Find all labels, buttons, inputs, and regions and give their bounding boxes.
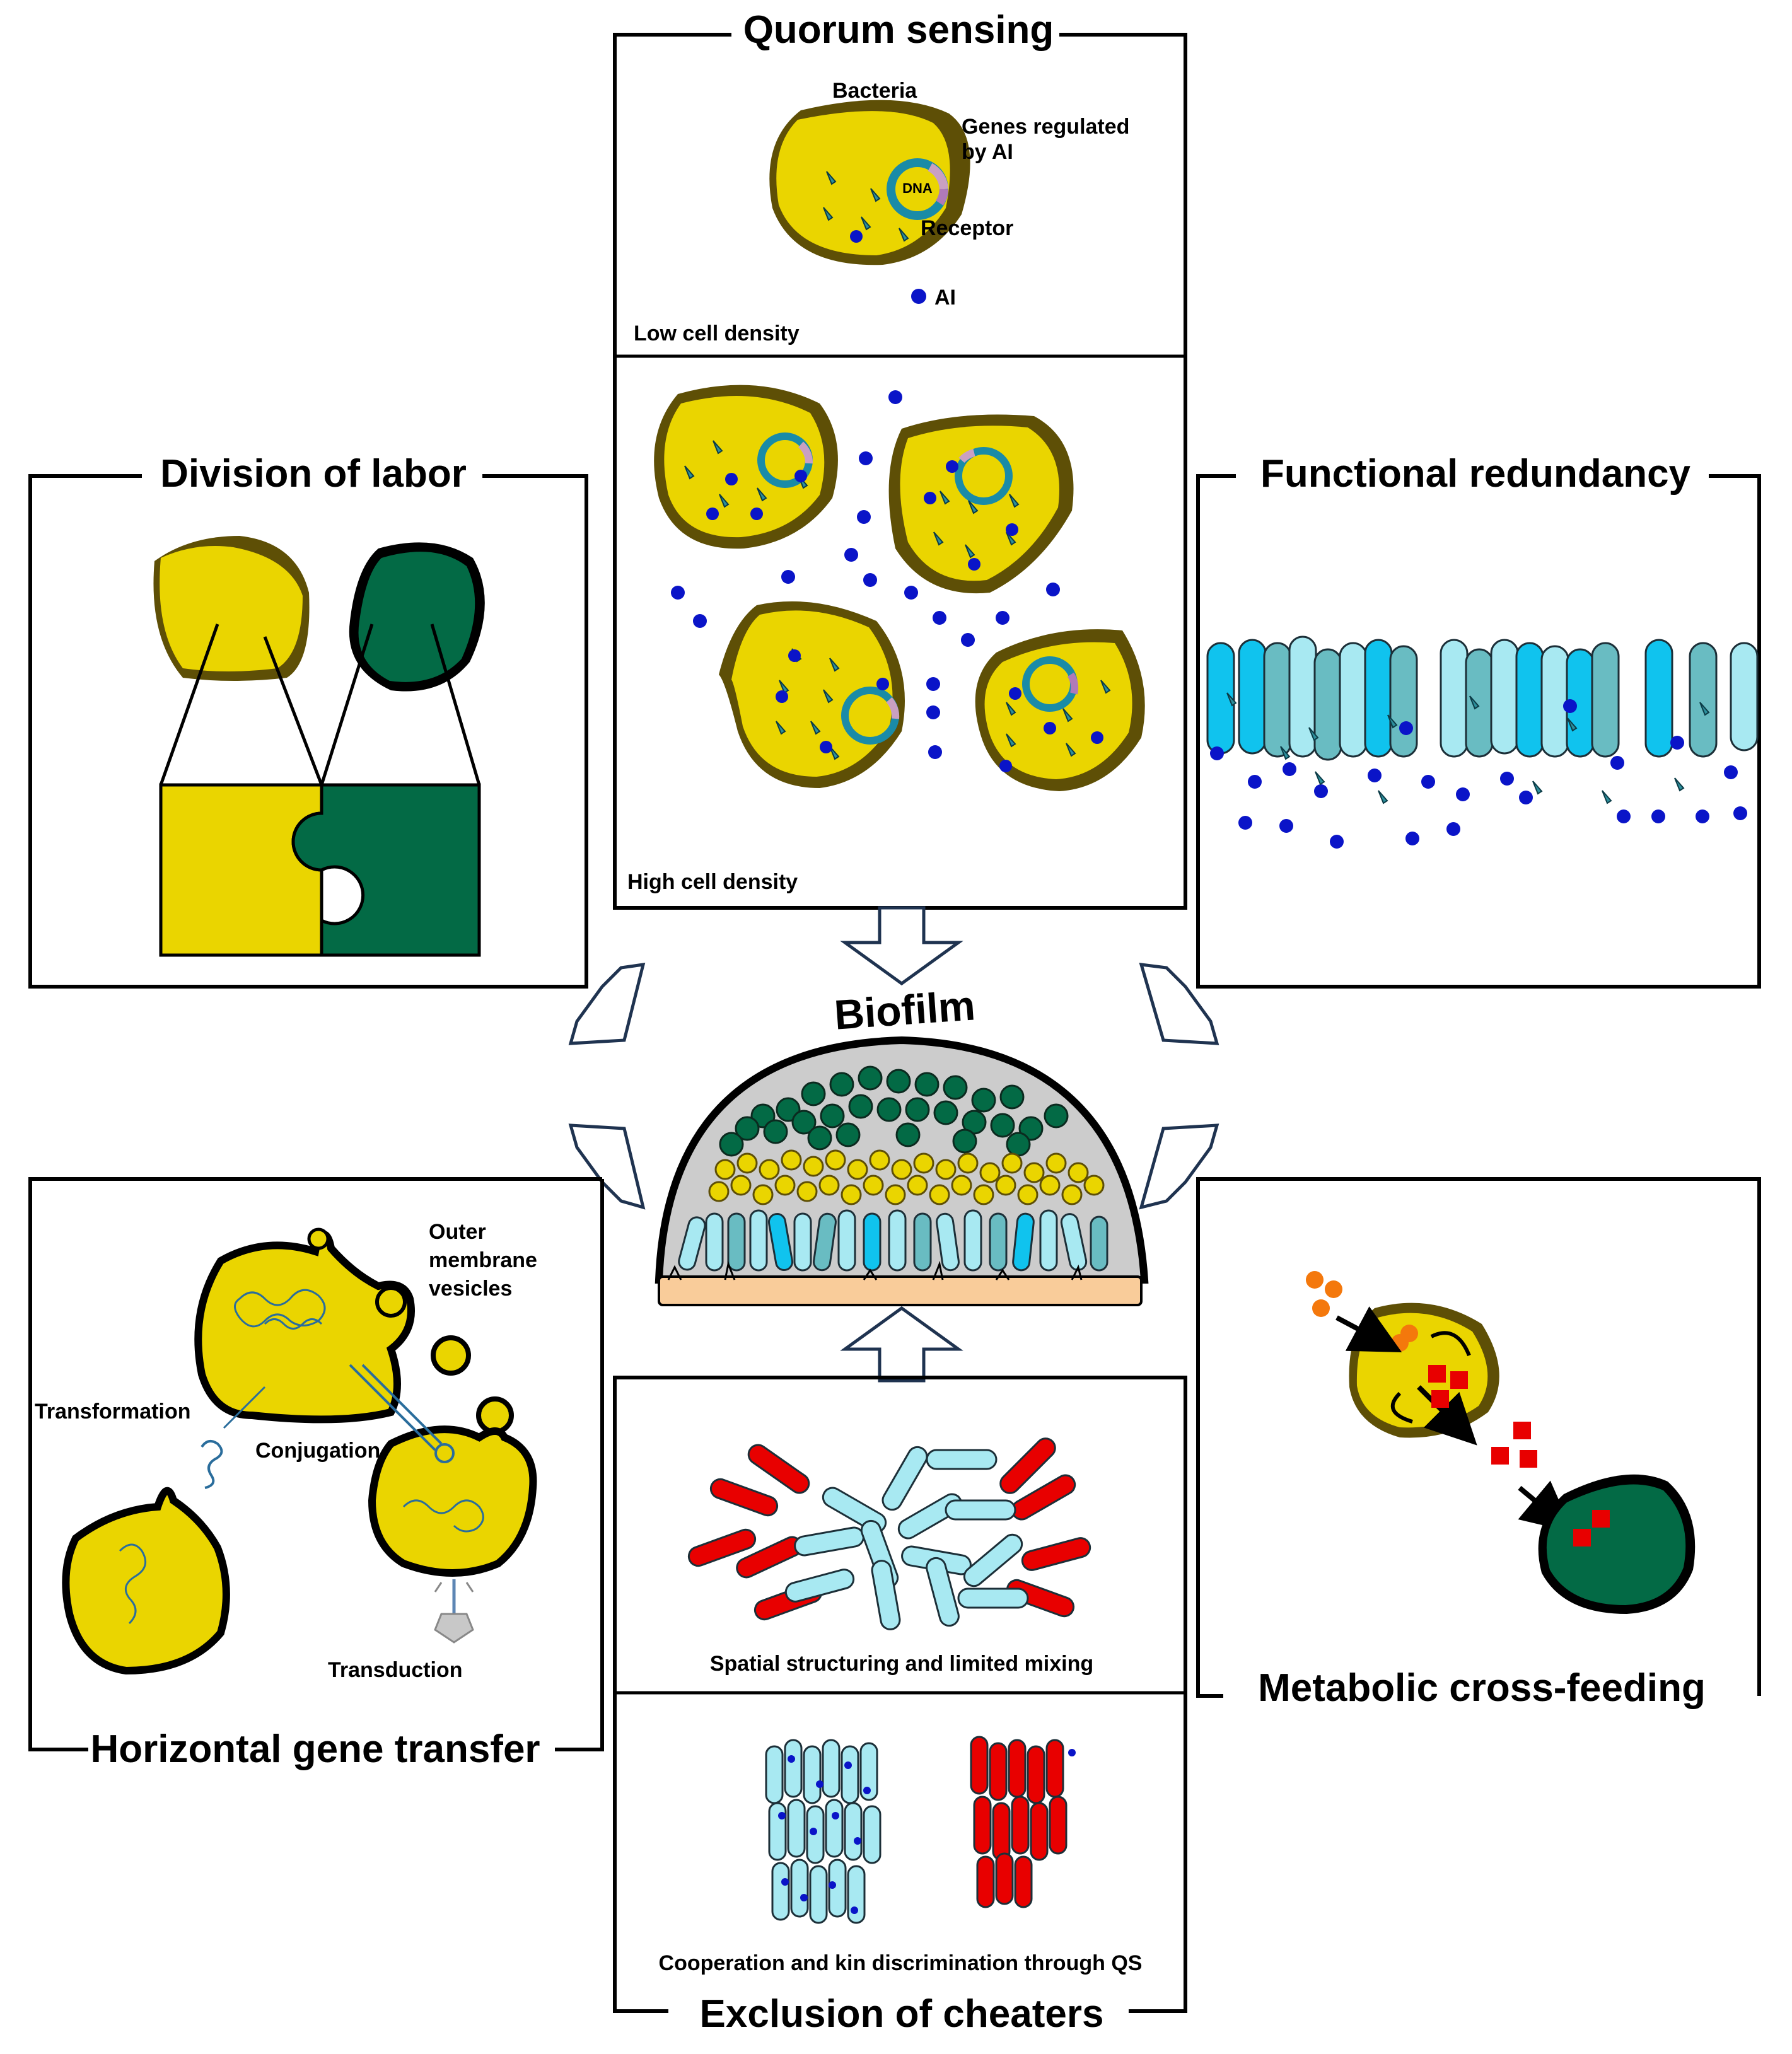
arrow-from-redundancy: [1141, 965, 1217, 1043]
outer-membrane-vesicle: [433, 1338, 468, 1373]
phage-icon: [435, 1579, 473, 1642]
dna-label: DNA: [902, 180, 933, 196]
biofilm-rod-layer: [677, 1210, 1107, 1272]
crossfeeding-green-cell: [1547, 1484, 1685, 1605]
quorum-sensing-title: Quorum sensing: [743, 8, 1054, 52]
puzzle-piece-icon: [161, 785, 479, 955]
low-density-label: Low cell density: [634, 322, 800, 345]
high-density-cells: [654, 385, 1145, 791]
arrow-from-crossfeeding: [1141, 1125, 1217, 1207]
functional-redundancy-panel: Functional redundancy: [1198, 452, 1759, 987]
transformation-label: Transformation: [35, 1400, 190, 1424]
conjugation-label: Conjugation: [255, 1439, 380, 1463]
spatial-structuring-cluster: [686, 1435, 1092, 1631]
omv-label-1: Outer: [429, 1220, 486, 1244]
biofilm-title: Biofilm: [833, 982, 977, 1038]
division-title: Division of labor: [160, 452, 467, 496]
high-density-label: High cell density: [627, 870, 798, 894]
crossfeeding-title: Metabolic cross-feeding: [1258, 1666, 1706, 1710]
hgt-title: Horizontal gene transfer: [90, 1727, 540, 1771]
hgt-cell-left: [66, 1491, 226, 1671]
kin-discrimination-cooperators: [766, 1740, 880, 1923]
kin-discrimination-cheaters: [971, 1737, 1066, 1907]
green-cell-division: [359, 552, 475, 682]
transduction-label: Transduction: [328, 1658, 462, 1682]
bacteria-cell-low-density: DNA: [769, 100, 970, 265]
omv-label-2: membrane: [429, 1248, 537, 1272]
ai-molecule-icon: [911, 289, 926, 304]
hgt-cell-top: [198, 1234, 411, 1420]
redundancy-title: Functional redundancy: [1260, 452, 1691, 496]
arrow-from-division: [571, 965, 643, 1043]
omv-label-3: vesicles: [429, 1277, 512, 1301]
division-of-labor-panel: Division of labor: [30, 452, 586, 987]
cheaters-title: Exclusion of cheaters: [700, 1992, 1104, 2036]
arrow-from-cheaters: [845, 1308, 958, 1381]
cheaters-panel: Exclusion of cheaters Spatial s: [615, 1378, 1185, 2036]
genes-label-2: by AI: [962, 140, 1013, 164]
outer-membrane-vesicle: [479, 1399, 511, 1432]
crossfeeding-yellow-cell: [1357, 1313, 1487, 1428]
ai-label: AI: [934, 286, 956, 310]
biofilm-substrate: [659, 1277, 1141, 1305]
receptor-label: Receptor: [921, 216, 1013, 240]
genes-label-1: Genes regulated: [962, 115, 1129, 139]
biofilm-dome: Biofilm: [659, 982, 1144, 1305]
spatial-structuring-label: Spatial structuring and limited mixing: [710, 1652, 1093, 1676]
arrow-from-quorum: [845, 908, 958, 983]
quorum-sensing-panel: Quorum sensing DNA Bacteria Genes regula…: [615, 8, 1185, 908]
crossfeeding-panel-frame: [1198, 1179, 1759, 1696]
kin-discrimination-label: Cooperation and kin discrimination throu…: [659, 1951, 1143, 1975]
crossfeeding-panel: Metabolic cross-feeding: [1198, 1179, 1759, 1710]
arrow-from-hgt: [571, 1125, 643, 1207]
free-dna-icon: [202, 1441, 221, 1488]
hgt-panel: Horizontal gene transfer Outer membrane …: [30, 1179, 602, 1771]
bacteria-label: Bacteria: [832, 79, 917, 103]
